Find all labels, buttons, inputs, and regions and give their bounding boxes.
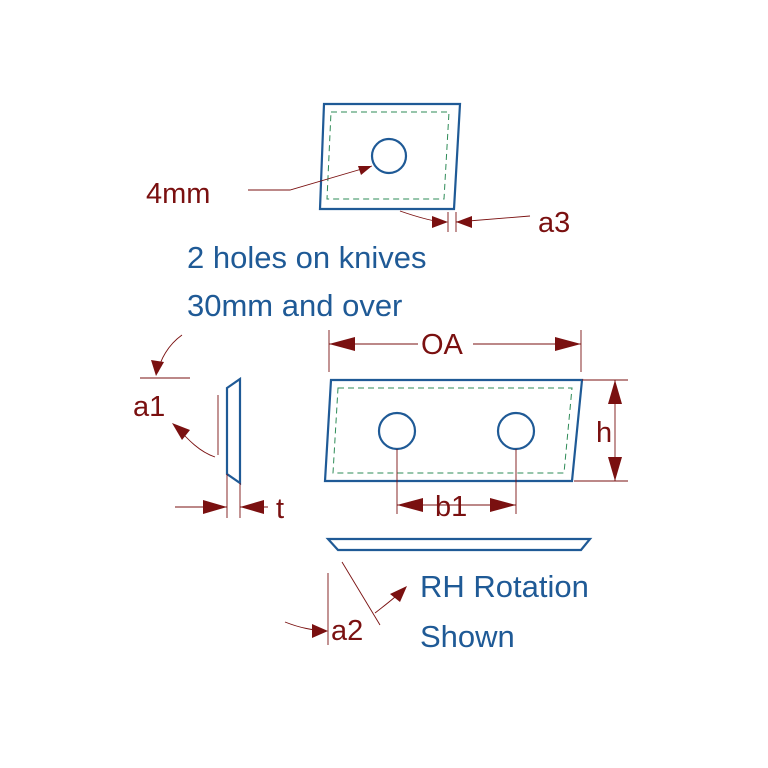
hole-spacing-dimension: [396, 449, 517, 514]
angle-a1-label: a1: [133, 391, 165, 423]
knife-edge-view: [325, 537, 593, 552]
knife-side-profile: [225, 376, 242, 486]
height-dimension: [574, 379, 628, 482]
side-profile-outline: [225, 376, 242, 486]
two-hole-knife-outline: [323, 378, 584, 483]
two-hole-knife-bevel-edge: [332, 387, 573, 474]
single-hole-knife-bevel-edge: [326, 111, 450, 200]
two-hole-knife-front-view: [323, 378, 584, 483]
angle-a3-dimension: [399, 210, 531, 232]
overall-length-label: OA: [421, 329, 464, 361]
edge-view-outline: [325, 537, 593, 552]
mounting-hole-left: [377, 411, 417, 451]
hole-diameter-leader: [248, 165, 373, 191]
angle-a2-dimension: [284, 561, 407, 645]
angle-a1-dimension: [140, 334, 219, 458]
single-hole-knife-outline: [318, 102, 462, 211]
single-hole-knife-top-view: [318, 102, 462, 211]
hole-diameter-label: 4mm: [146, 178, 210, 210]
thickness-label: t: [276, 493, 284, 525]
angle-a3-label: a3: [538, 207, 570, 239]
hole-spacing-label: b1: [435, 491, 467, 523]
overall-length-dimension: [328, 330, 582, 372]
mounting-hole-right: [496, 411, 536, 451]
two-holes-note-line-2: 30mm and over: [187, 288, 402, 323]
angle-a2-label: a2: [331, 615, 363, 647]
thickness-dimension: [175, 474, 268, 518]
rotation-note-line-1: RH Rotation: [420, 569, 589, 604]
mounting-hole: [370, 137, 408, 175]
two-holes-note-line-1: 2 holes on knives: [187, 240, 427, 275]
height-label: h: [596, 417, 612, 449]
rotation-note-line-2: Shown: [420, 619, 515, 654]
